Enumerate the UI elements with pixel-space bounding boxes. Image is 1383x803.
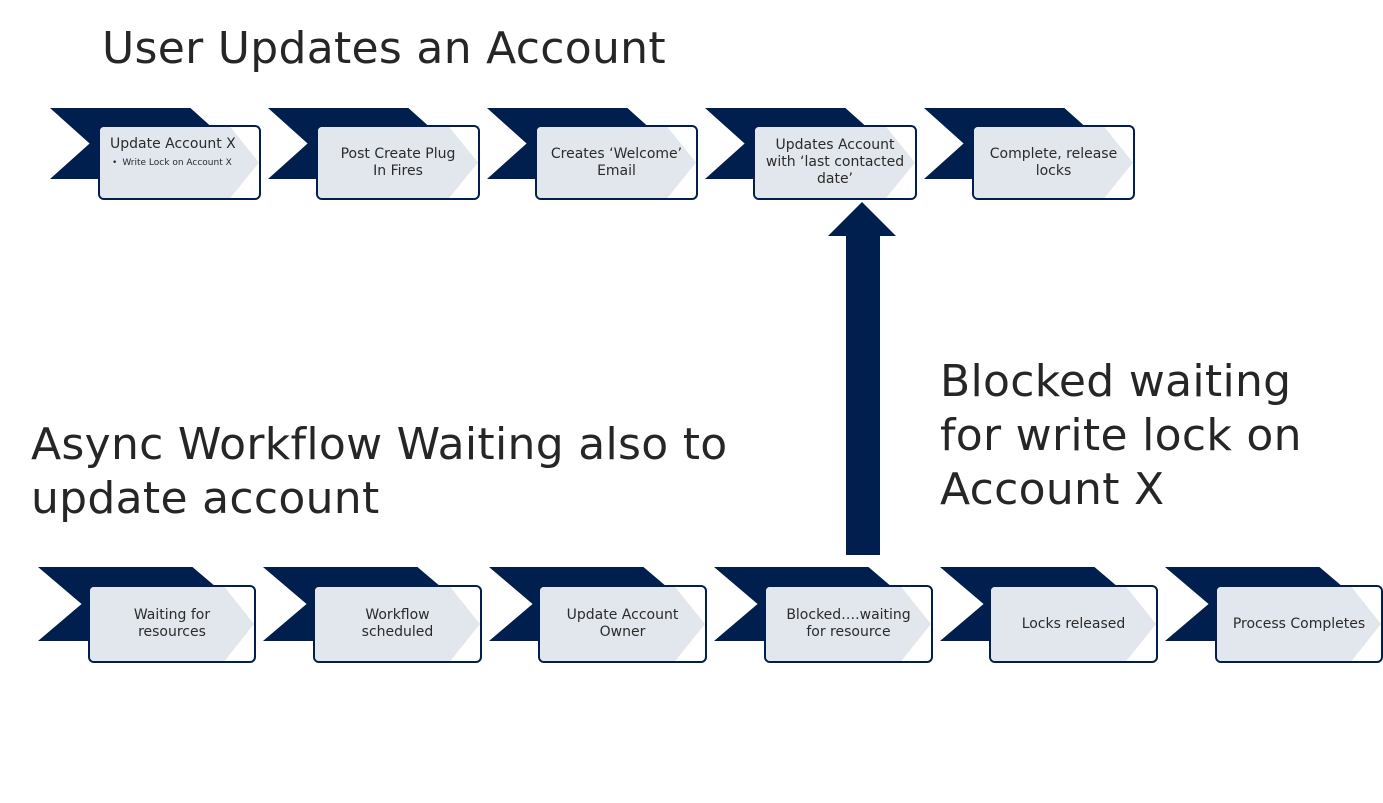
- top-step-1-label: Update Account X: [110, 136, 236, 152]
- top-section-title: User Updates an Account: [102, 23, 666, 74]
- bottom-step-2-content: Workflow scheduled: [315, 587, 480, 661]
- bottom-step-4-box: Blocked….waiting for resource: [764, 585, 933, 663]
- bottom-step-1-box: Waiting for resources: [88, 585, 256, 663]
- box-shade: [315, 587, 480, 661]
- bottom-step-6-label: Process Completes: [1232, 615, 1366, 632]
- box-shade: [755, 127, 915, 198]
- bottom-step-6-box: Process Completes: [1215, 585, 1383, 663]
- top-step-1-content: Update Account X • Write Lock on Account …: [100, 127, 259, 198]
- box-shade: [766, 587, 931, 661]
- top-step-4-label: Updates Account with ‘last contacted dat…: [765, 137, 905, 187]
- top-step-1-box: Update Account X • Write Lock on Account …: [98, 125, 261, 200]
- top-step-4-content: Updates Account with ‘last contacted dat…: [755, 127, 915, 198]
- bottom-step-3-label: Update Account Owner: [566, 607, 679, 640]
- bottom-step-3-content: Update Account Owner: [540, 587, 705, 661]
- bottom-step-5-box: Locks released: [989, 585, 1158, 663]
- box-shade: [100, 127, 259, 198]
- box-shade: [318, 127, 478, 198]
- blocked-annotation-line: Blocked waiting: [940, 356, 1292, 407]
- blocked-annotation-line: Account X: [940, 464, 1165, 515]
- blocked-annotation: Blocked waiting for write lock on Accoun…: [940, 355, 1302, 517]
- top-step-2-box: Post Create Plug In Fires: [316, 125, 480, 200]
- box-shade: [90, 587, 254, 661]
- top-step-3-content: Creates ‘Welcome’ Email: [537, 127, 696, 198]
- box-shade: [974, 127, 1133, 198]
- bottom-step-1-content: Waiting for resources: [90, 587, 254, 661]
- top-step-1-sub-label: Write Lock on Account X: [122, 158, 232, 168]
- top-step-3-box: Creates ‘Welcome’ Email: [535, 125, 698, 200]
- bottom-title-line: Async Workflow Waiting also to: [31, 419, 728, 470]
- bottom-step-1-label: Waiting for resources: [133, 607, 211, 640]
- bottom-step-3-box: Update Account Owner: [538, 585, 707, 663]
- box-shade: [991, 587, 1156, 661]
- bottom-step-4-content: Blocked….waiting for resource: [766, 587, 931, 661]
- top-step-5-box: Complete, release locks: [972, 125, 1135, 200]
- bottom-step-5-content: Locks released: [991, 587, 1156, 661]
- bottom-title-line: update account: [31, 473, 380, 524]
- top-step-4-box: Updates Account with ‘last contacted dat…: [753, 125, 917, 200]
- bottom-section-title: Async Workflow Waiting also to update ac…: [31, 418, 728, 526]
- bullet-dot-icon: •: [112, 158, 118, 168]
- top-step-3-label: Creates ‘Welcome’ Email: [550, 145, 683, 179]
- top-step-5-content: Complete, release locks: [974, 127, 1133, 198]
- top-step-2-label: Post Create Plug In Fires: [340, 145, 456, 179]
- box-shade: [540, 587, 705, 661]
- box-shade: [537, 127, 696, 198]
- bottom-step-6-content: Process Completes: [1217, 587, 1381, 661]
- bottom-step-4-label: Blocked….waiting for resource: [786, 607, 911, 640]
- box-shade: [1217, 587, 1381, 661]
- bottom-step-5-label: Locks released: [1021, 615, 1126, 632]
- top-step-1-bullet: • Write Lock on Account X: [110, 157, 232, 169]
- bottom-step-2-label: Workflow scheduled: [361, 607, 434, 640]
- bottom-step-2-box: Workflow scheduled: [313, 585, 482, 663]
- top-step-5-label: Complete, release locks: [989, 145, 1118, 179]
- blocked-annotation-line: for write lock on: [940, 410, 1302, 461]
- top-step-2-content: Post Create Plug In Fires: [318, 127, 478, 198]
